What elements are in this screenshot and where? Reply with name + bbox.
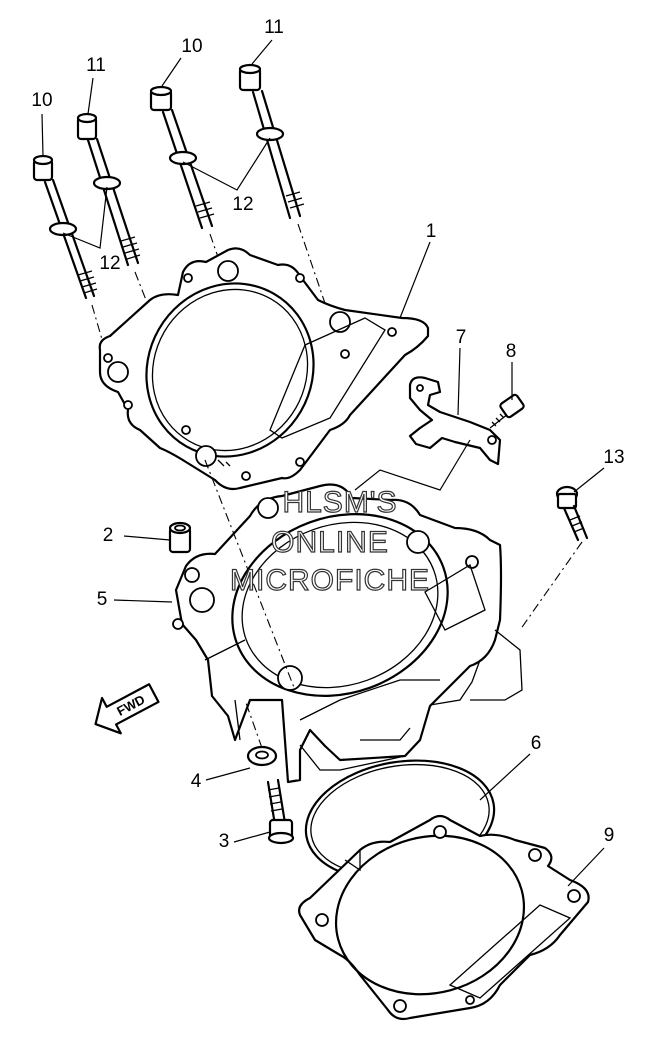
cylinder-base-bolt — [266, 778, 295, 845]
callout-12-left: 12 — [99, 253, 120, 274]
callout-10-left: 10 — [31, 90, 52, 111]
pipe-clamp — [408, 376, 502, 466]
watermark: HLSM'S ONLINE MICROFICHE — [229, 485, 430, 597]
watermark-line-1: HLSM'S — [282, 486, 397, 519]
leader-12-right — [182, 137, 271, 191]
callout-7: 7 — [456, 327, 467, 348]
cylinder-base-gasket — [298, 814, 590, 1021]
callout-leaders — [41, 39, 605, 887]
callout-10-right: 10 — [181, 36, 202, 57]
alignment-line — [204, 459, 296, 691]
dowel-pin — [168, 521, 192, 554]
bolt-11-right — [238, 63, 331, 319]
callout-12-right: 12 — [232, 194, 253, 215]
watermark-line-3: MICROFICHE — [230, 564, 430, 597]
callout-3: 3 — [219, 831, 230, 852]
callout-11-right: 11 — [264, 17, 284, 38]
callout-labels: 1 2 3 4 5 6 7 8 9 10 10 11 11 12 12 13 — [31, 17, 624, 852]
callout-9: 9 — [604, 825, 615, 846]
clamp-screw — [489, 393, 525, 429]
cylinder-bolt-group — [32, 63, 331, 451]
leader-12-left — [62, 186, 108, 249]
callout-6: 6 — [531, 733, 542, 754]
cylinder-side-bolt — [519, 485, 589, 631]
callout-2: 2 — [103, 525, 114, 546]
callout-13: 13 — [603, 447, 624, 468]
callout-1: 1 — [426, 221, 437, 242]
clamp-leader — [354, 439, 471, 491]
cylinder-head-gasket — [98, 247, 430, 491]
callout-5: 5 — [97, 589, 108, 610]
forward-direction-arrow: FWD — [94, 683, 160, 735]
callout-11-left: 11 — [86, 55, 106, 76]
callout-8: 8 — [506, 341, 517, 362]
washer — [244, 699, 278, 767]
bolt-10-right — [149, 85, 227, 281]
callout-4: 4 — [191, 771, 202, 792]
cylinder-body — [172, 483, 523, 784]
watermark-line-2: ONLINE — [271, 526, 389, 559]
bolt-10-left — [32, 154, 109, 361]
